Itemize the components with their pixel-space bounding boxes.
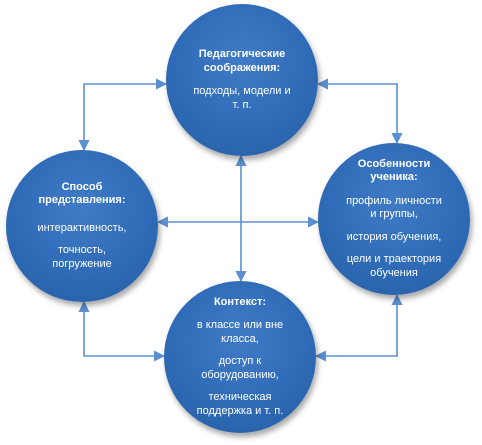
node-pedagogical-considerations: Педагогические соображения: подходы, мод…: [166, 4, 318, 156]
connector-right-bottom: [314, 293, 403, 362]
connector-top-left: [78, 78, 168, 152]
node-item: в классе или вне класса,: [196, 319, 284, 345]
node-title: Особенности ученика:: [357, 157, 431, 184]
node-item: техническая поддержка и т. п.: [196, 391, 284, 417]
node-item: цели и траектория обучения: [346, 253, 442, 279]
node-item: история обучения,: [346, 230, 442, 243]
connector-left-bottom: [78, 300, 166, 362]
node-context: Контекст: в классе или вне класса, досту…: [164, 281, 316, 433]
node-title: Педагогические соображения:: [198, 48, 286, 74]
node-title: Контекст:: [213, 295, 267, 308]
node-learner-features: Особенности ученика: профиль личности и …: [318, 143, 470, 295]
connector-top-right: [316, 78, 403, 145]
node-item: интерактивность,: [37, 221, 127, 234]
node-item: доступ к оборудованию,: [201, 355, 279, 381]
node-item: подходы, модели и т. п.: [193, 85, 291, 111]
node-presentation-mode: Способ представления: интерактивность, т…: [6, 150, 158, 302]
node-title: Способ представления:: [38, 180, 126, 207]
node-item: точность, погружение: [52, 244, 112, 270]
node-item: профиль личности и группы,: [346, 194, 442, 221]
